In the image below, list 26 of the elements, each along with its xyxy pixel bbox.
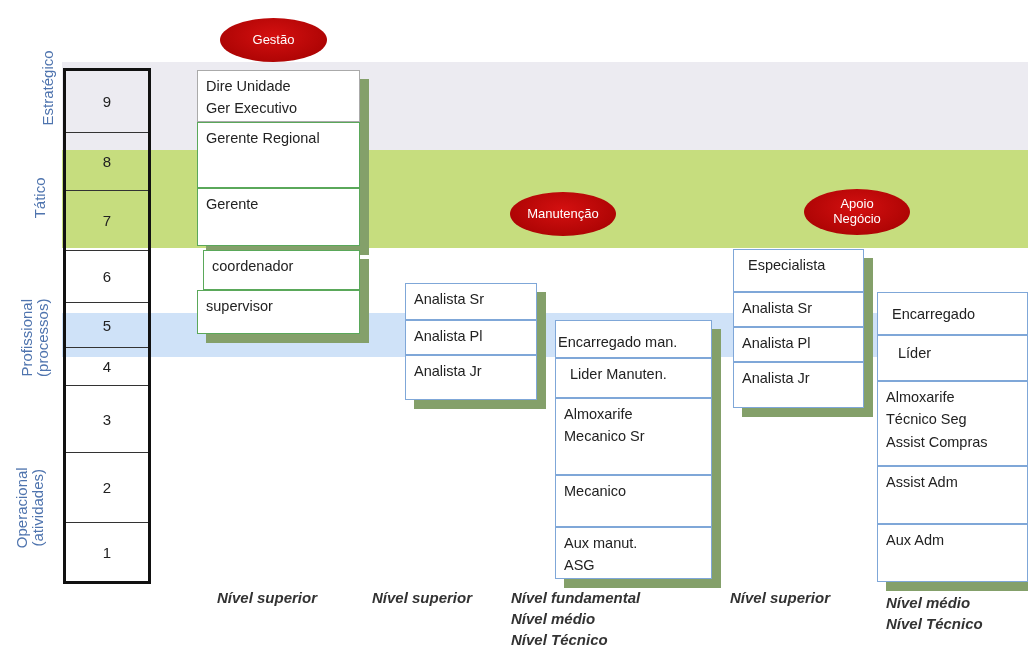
tier-label: Tático [32, 176, 48, 221]
level-cell: 7 [66, 191, 148, 251]
role-box: Líder [877, 335, 1028, 381]
level-cell: 9 [66, 71, 148, 133]
area-ellipse: Gestão [220, 18, 327, 62]
level-cell: 5 [66, 303, 148, 348]
education-level: Nível fundamental [511, 589, 641, 606]
level-cell: 8 [66, 133, 148, 191]
education-level: Nível superior [217, 589, 318, 606]
level-cell: 6 [66, 251, 148, 303]
education-level: Nível médio [886, 594, 971, 611]
level-cell: 2 [66, 453, 148, 523]
education-level: Nível superior [730, 589, 831, 606]
role-box: Assist Adm [877, 466, 1028, 524]
level-cell: 3 [66, 386, 148, 453]
level-cell: 1 [66, 523, 148, 581]
education-level: Nível Técnico [886, 615, 983, 632]
level-cell: 4 [66, 348, 148, 386]
education-level: Nível médio [511, 610, 596, 627]
education-level: Nível Técnico [511, 631, 608, 648]
role-box: Almoxarife Técnico Seg Assist Compras [877, 381, 1028, 466]
education-level: Nível superior [372, 589, 473, 606]
role-box: Encarregado [877, 292, 1028, 335]
tier-label: Estratégico [40, 49, 56, 128]
tier-label: Profissional (processos) [19, 297, 51, 379]
tier-label: Operacional (atividades) [14, 466, 46, 551]
